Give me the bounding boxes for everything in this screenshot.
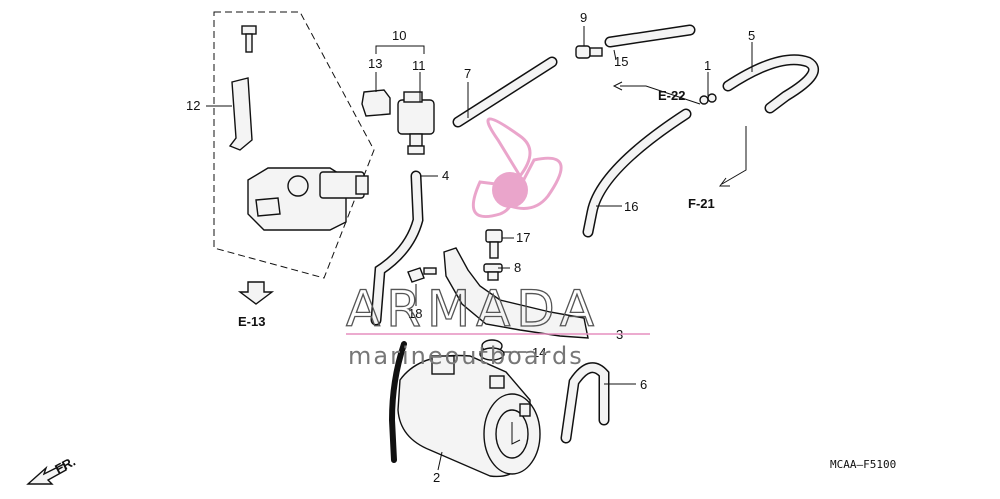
callout-16: 16 [624,199,638,214]
callout-18: 18 [408,306,422,321]
callout-2: 2 [433,470,440,485]
connector-part-13 [361,89,391,117]
clamp-part-1 [699,93,717,105]
callout-8: 8 [514,260,521,275]
reference-e13: E-13 [238,314,265,329]
fitting-part-9 [575,45,603,59]
callout-9: 9 [580,10,587,25]
washer-part-8 [483,263,503,281]
reference-e22: E-22 [658,88,685,103]
callout-10: 10 [392,28,406,43]
watermark-tagline: marineoutboards [348,342,584,370]
callout-15: 15 [614,54,628,69]
bracket-part-12 [228,77,253,151]
charcoal-canister-part-2 [388,341,541,478]
watermark-propeller-logo [471,117,563,219]
diagram-code: MCAA—F5100 [830,458,896,471]
watermark-brand: ARMADA [346,280,600,338]
front-direction-arrow [26,463,67,485]
grommet-part-14 [479,339,505,361]
subassembly-dashed-boundary [213,11,375,279]
callout-11: 11 [412,58,426,73]
reference-arrow-e13 [237,281,275,305]
stay-bracket-part-3 [443,247,589,339]
bolt-part-17 [485,229,503,259]
reference-line-e22 [620,85,701,105]
callout-bracket-10 [375,45,425,54]
control-unit-assembly [247,167,369,231]
reference-line-f21 [721,126,747,185]
bolt-part-18 [407,267,437,283]
reference-f21: F-21 [688,196,715,211]
callout-12: 12 [186,98,200,113]
hose-part-16 [582,108,692,238]
callout-5: 5 [748,28,755,43]
callout-14: 14 [532,345,546,360]
callout-1: 1 [704,58,711,73]
callout-13: 13 [368,56,382,71]
callout-17: 17 [516,230,530,245]
callout-7: 7 [464,66,471,81]
callout-6: 6 [640,377,647,392]
solenoid-valve-part-11 [397,91,435,155]
bolt-top-left [241,25,257,53]
callout-4: 4 [442,168,449,183]
